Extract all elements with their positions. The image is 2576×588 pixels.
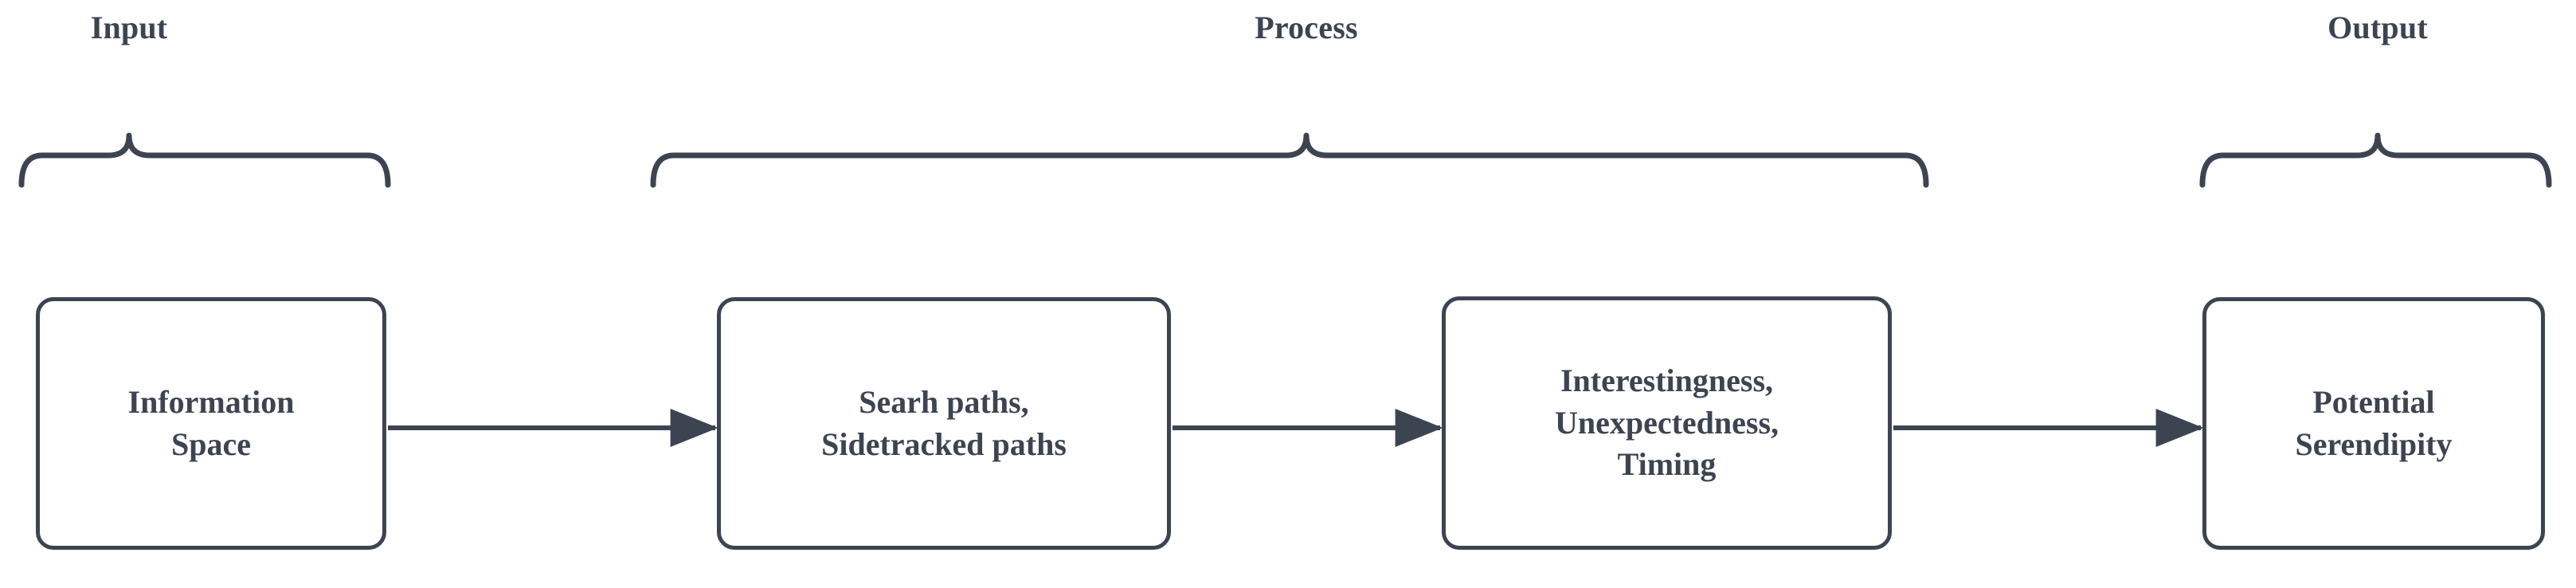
group-label-input: Input	[90, 10, 168, 45]
brace-output	[2199, 132, 2552, 188]
brace-process	[650, 132, 1929, 188]
node-label-potential-serendipity: Potential Serendipity	[2295, 383, 2453, 462]
node-label-information-space: Information Space	[127, 383, 295, 462]
group-label-output: Output	[2327, 10, 2428, 45]
node-label-search-paths: Searh paths, Sidetracked paths	[821, 383, 1067, 462]
node-potential-serendipity[interactable]: Potential Serendipity	[2202, 297, 2545, 550]
node-label-interestingness: Interestingness, Unexpectedness, Timing	[1554, 362, 1779, 483]
node-information-space[interactable]: Information Space	[36, 297, 386, 550]
group-braces	[18, 132, 2552, 188]
node-search-paths[interactable]: Searh paths, Sidetracked paths	[717, 297, 1171, 550]
group-label-process: Process	[1255, 10, 1358, 45]
node-interestingness[interactable]: Interestingness, Unexpectedness, Timing	[1442, 296, 1892, 550]
brace-input	[18, 132, 391, 188]
